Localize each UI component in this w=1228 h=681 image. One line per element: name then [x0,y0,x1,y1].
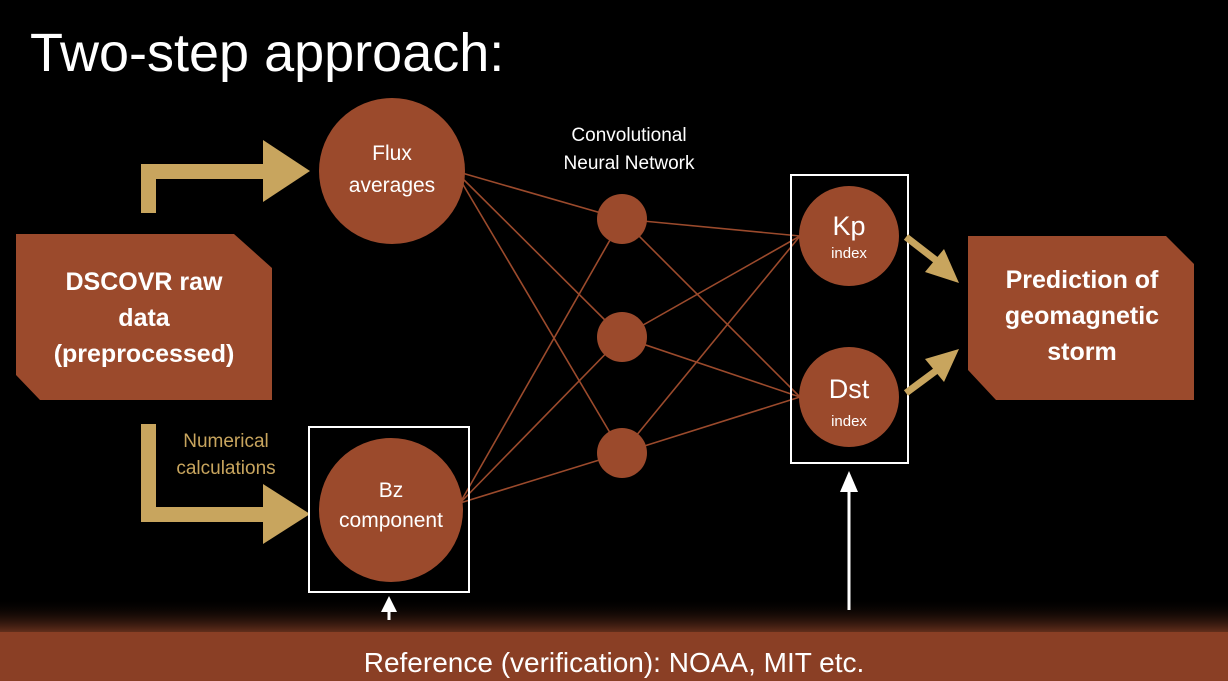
connection-flux-h1 [454,170,623,220]
prediction-line1: Prediction of [1006,266,1159,294]
arrow-dst-shaft [903,367,940,396]
connection-h3-kp [621,235,801,454]
raw-data-line2: data [118,304,171,332]
connection-flux-h2 [454,170,623,338]
connection-h1-kp [621,218,801,237]
bz-frame [308,426,470,593]
arrow-to-bz-shaft [141,507,266,522]
numerical-label-line1: Numerical [183,431,269,452]
hidden-node-1 [597,194,647,244]
dst-index-node: Dst index [799,347,899,447]
verification-arrow-output [840,471,858,610]
arrow-kp-head [925,249,959,283]
bz-component-line2: component [339,509,443,532]
prediction-line2: geomagnetic [1005,302,1159,330]
cnn-label-line1: Convolutional [571,125,686,146]
arrow-kp-shaft [903,234,940,264]
connection-bz-h2 [459,336,623,504]
network-connections [454,170,801,504]
connection-h2-dst [621,336,801,398]
raw-data-line1: DSCOVR raw [66,268,224,296]
cnn-label-line2: Neural Network [564,153,695,174]
dst-index-name: Dst [829,374,870,404]
prediction-shape [968,236,1194,400]
footer-reference-text: Reference (verification): NOAA, MIT etc. [364,647,865,678]
arrow-to-flux [141,140,310,213]
flux-averages-circle [319,98,465,244]
flux-averages-node: Flux averages [319,98,465,244]
raw-data-line3: (preprocessed) [54,340,235,368]
arrow-to-flux-head [263,140,310,202]
flux-averages-line1: Flux [372,142,412,165]
verification-arrow-bz-head [381,596,397,612]
kp-index-name: Kp [832,211,865,241]
hidden-node-3 [597,428,647,478]
hidden-node-2 [597,312,647,362]
arrow-kp-to-prediction [903,234,959,283]
arrow-to-bz-stem [141,424,156,522]
flux-averages-line2: averages [349,174,435,197]
dst-index-circle [799,347,899,447]
bz-component-node: Bz component [308,426,470,593]
connection-h2-kp [621,235,801,338]
kp-index-node: Kp index [799,186,899,286]
verification-arrow-bz [381,596,397,620]
bz-component-line1: Bz [379,479,404,502]
arrow-dst-to-prediction [903,349,959,396]
prediction-node: Prediction of geomagnetic storm [968,236,1194,400]
bz-component-circle [319,438,463,582]
kp-index-circle [799,186,899,286]
footer-bar [0,632,1228,681]
slide-title: Two-step approach: [30,23,504,83]
raw-data-node: DSCOVR raw data (preprocessed) [16,234,272,400]
dst-index-sub: index [831,413,867,430]
connection-flux-h3 [454,170,623,454]
connection-bz-h1 [459,218,623,504]
prediction-line3: storm [1047,338,1116,366]
verification-arrow-output-head [840,471,858,492]
numerical-label-line2: calculations [176,458,275,479]
connection-bz-h3 [459,452,623,504]
raw-data-shape [16,234,272,400]
connection-h1-dst [621,218,801,398]
connection-h3-dst [621,396,801,454]
kp-index-sub: index [831,245,867,262]
arrow-to-bz [141,424,310,544]
arrow-dst-head [925,349,959,382]
arrow-to-bz-head [263,484,310,544]
arrow-to-flux-shaft [141,164,266,179]
footer-glow [0,598,1228,634]
output-frame [790,174,909,464]
